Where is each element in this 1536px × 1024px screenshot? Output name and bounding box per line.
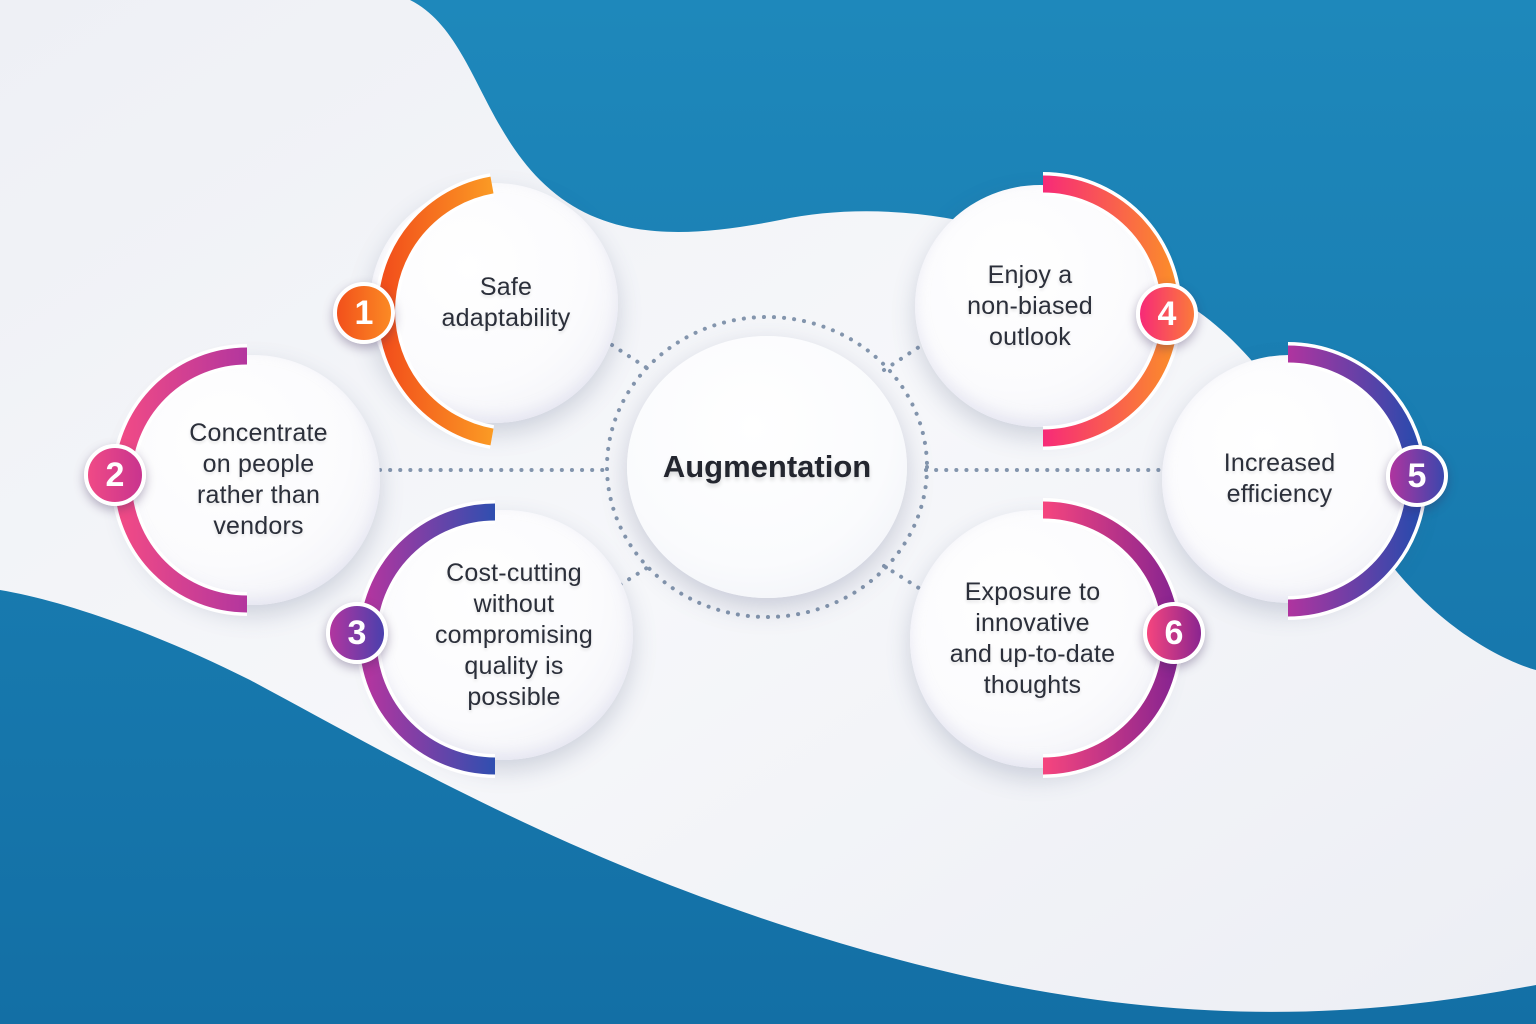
node-3-label: Cost-cutting without compromising qualit… [434, 558, 593, 711]
node-5-label: Increased efficiency [1223, 449, 1336, 508]
node-4-number-badge: 4 [1136, 283, 1198, 345]
node-3-number-badge: 3 [326, 602, 388, 664]
node-1-number-badge: 1 [333, 282, 395, 344]
node-6-label: Exposure to innovative and up-to-date th… [949, 578, 1116, 699]
center-title: Augmentation [662, 449, 872, 484]
node-5-number-badge: 5 [1386, 445, 1448, 507]
node-2-label: Concentrate on people rather than vendor… [189, 419, 328, 540]
node-6-number-badge: 6 [1143, 602, 1205, 664]
node-2-number-badge: 2 [84, 444, 146, 506]
node-3-circle: Cost-cutting without compromising qualit… [375, 510, 633, 760]
center-circle: Augmentation [627, 336, 907, 598]
node-1-arc [374, 173, 495, 449]
node-1-label: Safe adaptability [441, 273, 571, 332]
node-4-label: Enjoy a non-biased outlook [967, 260, 1093, 351]
